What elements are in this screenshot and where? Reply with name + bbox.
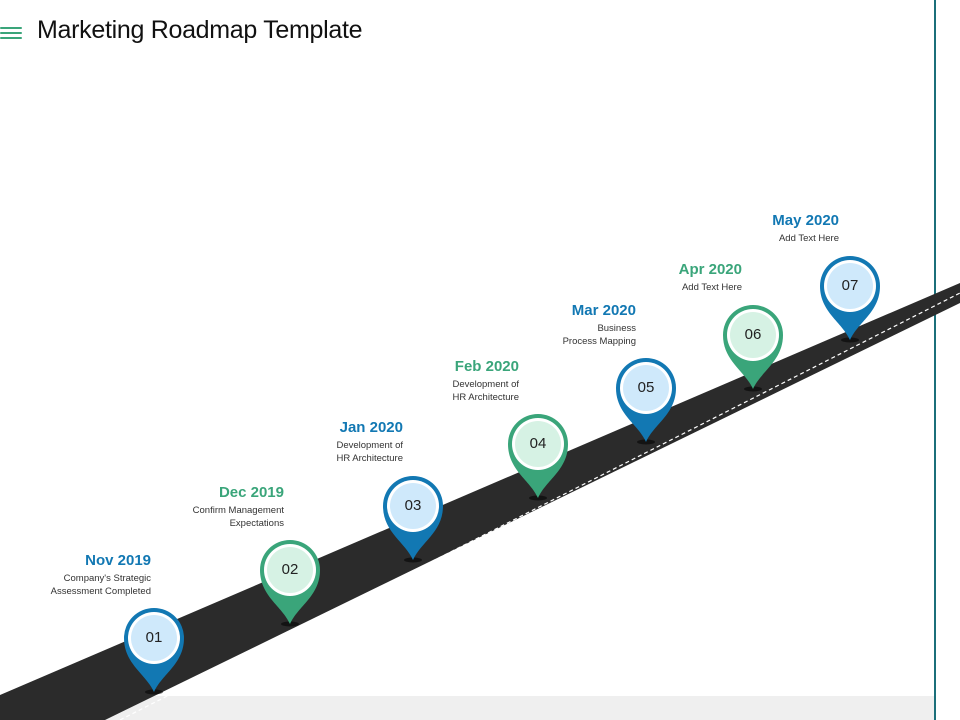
map-pin-icon (723, 305, 783, 392)
title-bar: Marketing Roadmap Template (0, 14, 920, 50)
pin-face (267, 547, 313, 593)
milestone-description: Confirm Management Expectations (192, 505, 284, 529)
milestone-number: 07 (841, 277, 859, 294)
map-pin-icon (260, 540, 320, 627)
pin-face (390, 483, 436, 529)
milestone-description: Add Text Here (778, 233, 839, 244)
milestone-number: 01 (145, 629, 163, 646)
pin-face (730, 312, 776, 358)
milestone-description: Business Process Mapping (562, 323, 636, 347)
pin-face (515, 421, 561, 467)
milestone-pin-01: 01 (122, 608, 186, 695)
milestone-date: Mar 2020 (571, 302, 636, 319)
menu-lines-icon (0, 27, 22, 39)
milestone-date: May 2020 (772, 212, 839, 229)
milestone-description: Company's Strategic Assessment Completed (50, 573, 151, 597)
page-title: Marketing Roadmap Template (37, 16, 363, 44)
milestone-pin-05: 05 (614, 358, 678, 445)
milestone-number: 06 (744, 326, 762, 343)
map-pin-icon (124, 608, 184, 695)
bottom-band (0, 696, 934, 720)
pin-face (131, 615, 177, 661)
milestone-pin-02: 02 (258, 540, 322, 627)
milestone-description: Development of HR Architecture (452, 379, 519, 403)
map-pin-icon (616, 358, 676, 445)
pin-face (623, 365, 669, 411)
pin-face (827, 263, 873, 309)
milestone-date: Apr 2020 (678, 261, 742, 278)
road-surface (0, 283, 960, 720)
milestone-date: Nov 2019 (85, 552, 151, 569)
map-pin-icon (508, 414, 568, 501)
milestone-description: Development of HR Architecture (336, 440, 403, 464)
milestone-description: Add Text Here (681, 282, 742, 293)
right-accent-rule (934, 0, 936, 720)
milestone-number: 03 (404, 497, 422, 514)
milestone-pin-07: 07 (818, 256, 882, 343)
milestone-pin-03: 03 (381, 476, 445, 563)
map-pin-icon (820, 256, 880, 343)
milestone-pin-04: 04 (506, 414, 570, 501)
milestone-pin-06: 06 (721, 305, 785, 392)
milestone-number: 04 (529, 435, 547, 452)
milestone-date: Feb 2020 (454, 358, 519, 375)
milestone-date: Jan 2020 (339, 419, 403, 436)
milestone-number: 02 (281, 561, 299, 578)
milestone-number: 05 (637, 379, 655, 396)
road-center-dash (119, 292, 960, 720)
milestone-date: Dec 2019 (218, 484, 284, 501)
map-pin-icon (383, 476, 443, 563)
